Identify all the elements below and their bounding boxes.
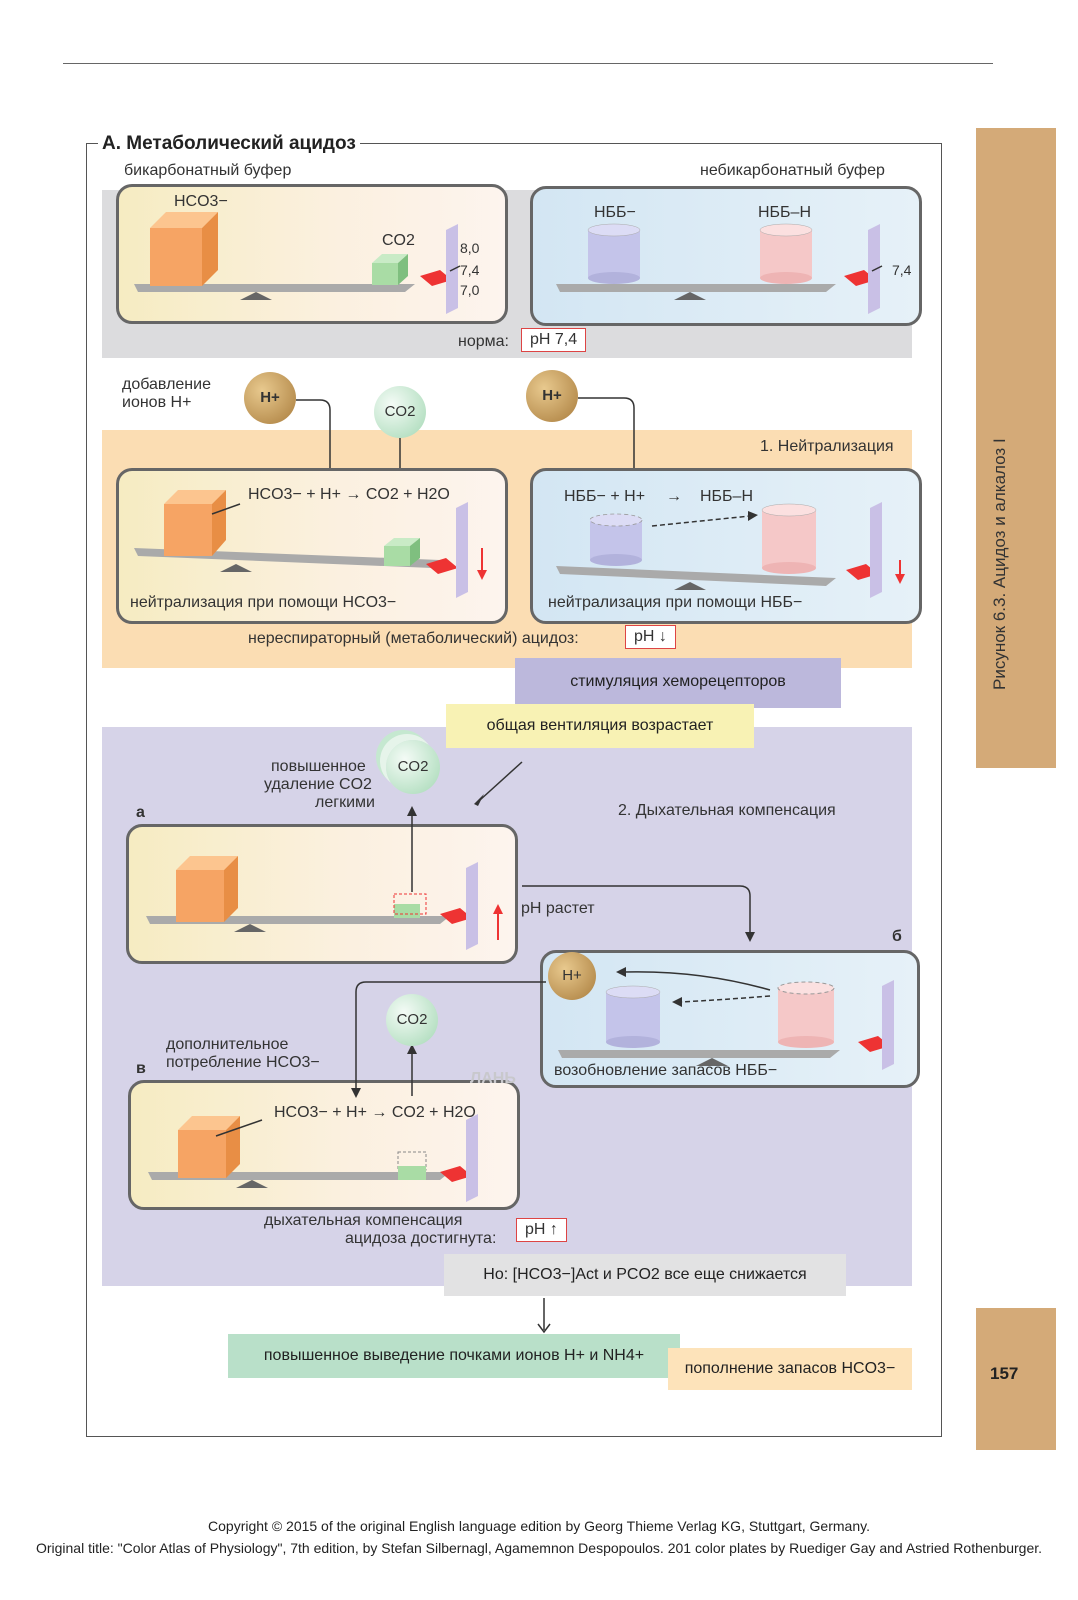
nbbh-cylinder — [760, 230, 812, 278]
watermark: ЛАНЬ — [470, 1070, 516, 1087]
hco3-cube — [150, 228, 202, 286]
chapter-tab — [976, 128, 1056, 768]
caption-neutralization-left: нейтрализация при помощи HCO3− — [130, 594, 397, 611]
nbbh-label: НББ–Н — [758, 204, 812, 221]
copyright-line-2: Original title: "Color Atlas of Physiolo… — [35, 1540, 1043, 1556]
balance-beam-right — [556, 284, 836, 292]
co2-cube-top — [372, 254, 408, 263]
ph-scale — [446, 224, 458, 314]
addition-label-1: добавление — [122, 376, 211, 393]
compensation-1: дыхательная компенсация — [264, 1212, 463, 1229]
copyright-line-1: Copyright © 2015 of the original English… — [208, 1518, 870, 1534]
kidney-box: повышенное выведение почками ионов H+ и … — [228, 1334, 680, 1378]
nbb-minus-label: НББ− — [594, 204, 636, 221]
caption-neutralization-right: нейтрализация при помощи НББ− — [548, 594, 803, 611]
co2-cube-step1 — [384, 546, 410, 566]
equation-left: HCO3− + H+ → CO2 + H2O — [248, 486, 450, 503]
hco3-cube-side — [202, 212, 218, 286]
ventilation-box: общая вентиляция возрастает — [446, 704, 754, 748]
hco3-cube-a — [176, 870, 224, 922]
co2-label: CO2 — [382, 232, 415, 249]
figure-title: А. Метаболический ацидоз — [98, 133, 360, 155]
co2-removal-2: удаление CO2 — [264, 776, 372, 793]
extra-hco3-2: потребление HCO3− — [166, 1054, 320, 1071]
h-arrow-right — [578, 397, 635, 478]
but-box: Но: [HCO3−]Act и PCO2 все еще снижается — [444, 1254, 846, 1296]
addition-label-2: ионов H+ — [122, 394, 192, 411]
nbb-cylinder — [588, 230, 640, 278]
ph-scale-step1 — [456, 502, 468, 598]
norm-value: pH 7,4 — [521, 328, 587, 352]
ph-scale-right — [868, 224, 880, 314]
replenish-box: пополнение запасов HCO3− — [668, 1348, 912, 1390]
letter-a: а — [136, 804, 145, 821]
page-number: 157 — [990, 1364, 1019, 1383]
letter-v: в — [136, 1060, 146, 1077]
norm-label: норма: — [458, 333, 509, 350]
nbb-cylinder-b — [606, 992, 660, 1042]
acidosis-value: pH ↓ — [625, 625, 676, 649]
compensation-2: ацидоза достигнута: — [345, 1230, 497, 1247]
scale-74-right: 7,4 — [892, 262, 912, 278]
red-pointer — [420, 270, 452, 286]
scale-74: 7,4 — [460, 262, 480, 278]
co2-removal-1: повышенное — [271, 758, 366, 775]
panel-b — [540, 950, 920, 1088]
page-number-tab — [976, 1308, 1056, 1450]
ph-scale-step1-right — [870, 502, 882, 598]
co2-ball-removal: CO2 — [386, 740, 440, 794]
header-rule — [63, 63, 993, 64]
hco3-cube-step1 — [164, 504, 212, 556]
bicarb-label: бикарбонатный буфер — [124, 162, 292, 179]
letter-b: б — [892, 928, 902, 945]
chemoreceptor-box: стимуляция хеморецепторов — [515, 658, 841, 708]
ph-rises: pH растет — [521, 900, 595, 917]
equation-right-b: НББ–Н — [700, 488, 754, 505]
equation-right-arrow: → — [666, 488, 682, 505]
neutralization-header: 1. Нейтрализация — [760, 438, 894, 455]
co2-cube-v — [398, 1166, 426, 1180]
co2-cube-side — [398, 254, 408, 285]
nonbicarb-label: небикарбонатный буфер — [700, 162, 885, 179]
balance-beam — [134, 284, 415, 292]
h-ion-ball-right: H+ — [526, 370, 578, 422]
scale-80: 8,0 — [460, 240, 480, 256]
hco3-cube-top — [150, 212, 218, 228]
acidosis-label: нереспираторный (метаболический) ацидоз: — [248, 630, 579, 647]
nbbh-cylinder-step1 — [762, 510, 816, 568]
equation-right-a: НББ− + H+ — [564, 488, 646, 505]
co2-ball-v: CO2 — [386, 994, 438, 1046]
co2-ball-step1: CO2 — [374, 386, 426, 438]
hco3-cube-v — [178, 1130, 226, 1178]
figure-frame — [86, 143, 942, 1437]
h-arrow-left — [296, 399, 331, 476]
co2-cube — [372, 263, 398, 285]
restore-nbb: возобновление запасов НББ− — [554, 1062, 778, 1079]
balance-beam-step1-right — [556, 566, 836, 586]
co2-removal-3: легкими — [315, 794, 375, 811]
hco3-label: HCO3− — [174, 193, 228, 210]
compensation-value: pH ↑ — [516, 1218, 567, 1242]
h-ion-ball-b: H+ — [548, 952, 596, 1000]
compensation-header: 2. Дыхательная компенсация — [618, 802, 836, 819]
h-ion-ball-left: H+ — [244, 372, 296, 424]
extra-hco3-1: дополнительное — [166, 1036, 289, 1053]
nbb-cylinder-step1 — [590, 520, 642, 560]
balance-pivot — [240, 292, 272, 300]
equation-v: HCO3− + H+ → CO2 + H2O — [274, 1104, 476, 1121]
nbbh-cylinder-b — [778, 988, 834, 1042]
balance-pivot-right — [674, 292, 706, 300]
scale-70: 7,0 — [460, 282, 480, 298]
